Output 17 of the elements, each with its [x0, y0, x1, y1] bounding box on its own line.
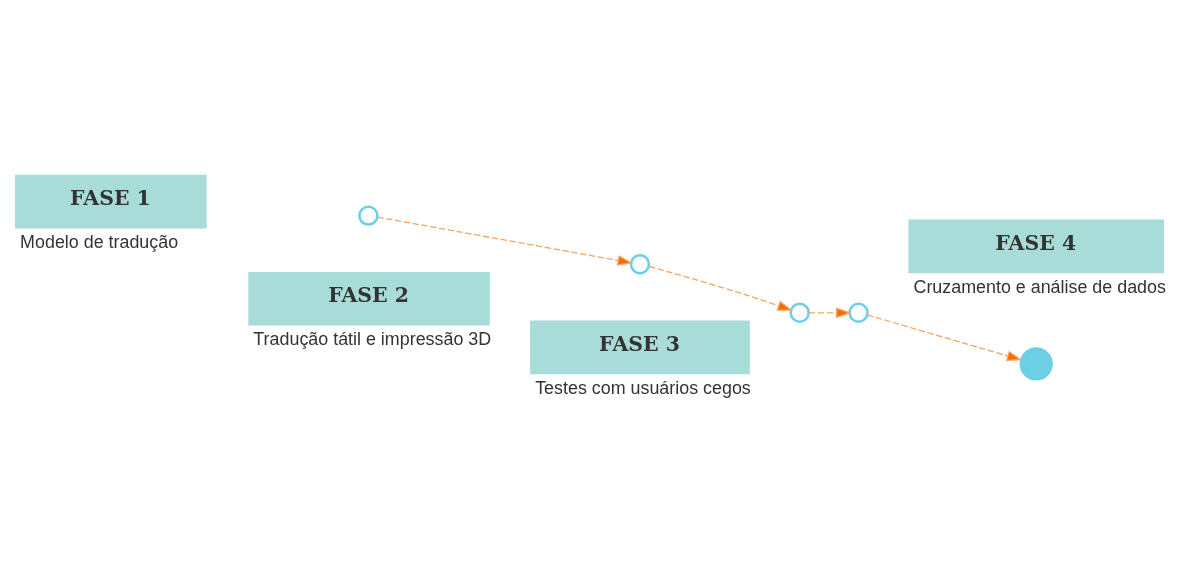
node-circle: [789, 302, 810, 323]
node-circle: [1019, 347, 1053, 381]
arrow: [866, 314, 1023, 362]
node-box: FASE 3: [530, 320, 750, 375]
node-label: Testes com usuários cegos: [535, 377, 751, 398]
node-circle: [629, 254, 651, 275]
node-label: Modelo de tradução: [20, 231, 179, 252]
arrow: [376, 216, 633, 266]
node-circle: [358, 205, 379, 226]
node-box: FASE 2: [248, 271, 490, 326]
arrow: [648, 265, 793, 311]
node-box: FASE 1: [15, 174, 207, 229]
arrow: [808, 307, 852, 319]
node-label: Cruzamento e análise de dados: [913, 276, 1166, 297]
node-circle: [848, 302, 869, 323]
node-box: FASE 4: [908, 219, 1164, 274]
node-label: Tradução tátil e impressão 3D: [253, 328, 492, 349]
